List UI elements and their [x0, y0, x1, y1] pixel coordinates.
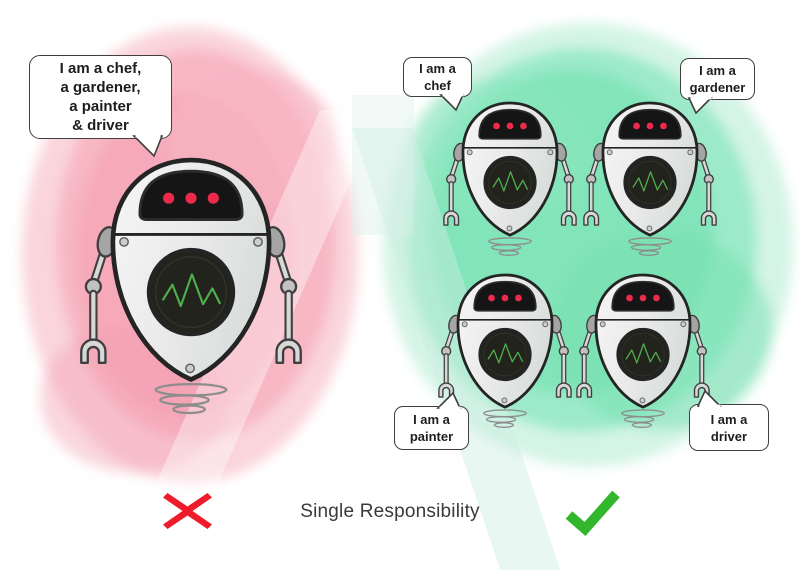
speech-bubble-text: I am a chef	[419, 61, 456, 93]
caption: Single Responsibility	[300, 501, 480, 522]
speech-bubble-driver: I am a driver	[689, 389, 769, 451]
speech-bubble-painter: I am a painter	[394, 391, 469, 450]
speech-bubble-text: I am a gardener	[689, 63, 746, 95]
speech-bubble-chef: I am a chef	[403, 57, 472, 112]
watermark-shapes	[118, 95, 561, 570]
bubble-tail	[132, 133, 164, 158]
bubble-tail	[687, 96, 713, 115]
bubble-tail	[696, 389, 722, 408]
speech-bubble-text: I am a driver	[710, 411, 748, 444]
speech-bubble-text: I am a chef, a gardener, a painter & dri…	[59, 60, 142, 134]
speech-bubble-gardener: I am a gardener	[680, 58, 755, 115]
bubble-tail	[439, 93, 465, 112]
bubble-tail	[436, 391, 462, 410]
speech-bubble-text: I am a painter	[409, 412, 454, 444]
pink-wash-blob	[22, 27, 358, 483]
speech-bubble-multitask: I am a chef, a gardener, a painter & dri…	[29, 55, 172, 158]
cross-icon	[163, 493, 212, 529]
check-icon	[565, 490, 620, 537]
